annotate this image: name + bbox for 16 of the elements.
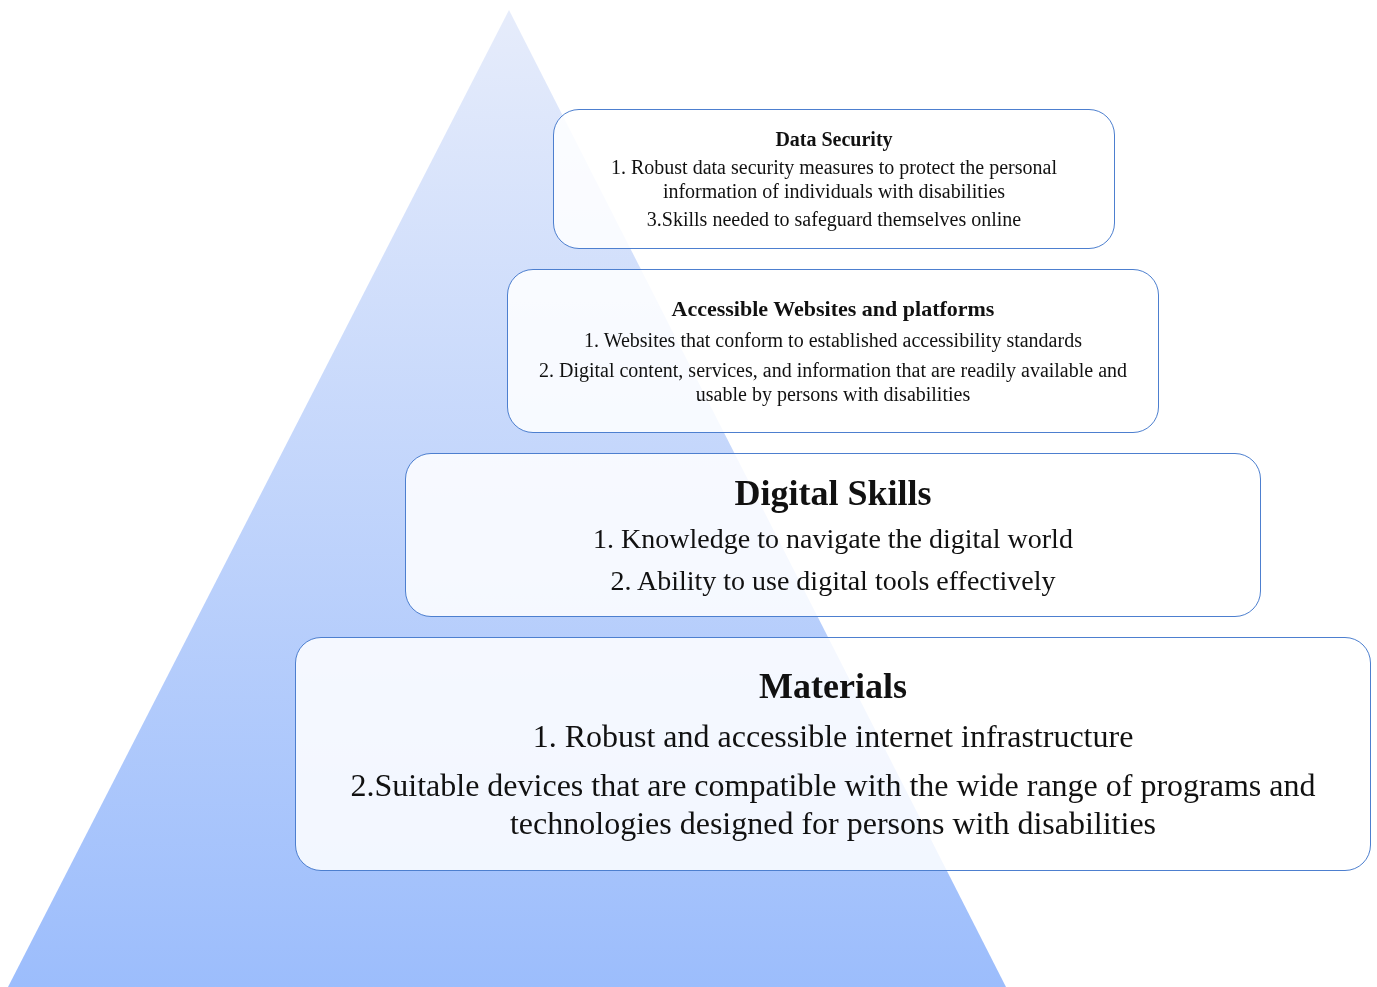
tier-heading: Digital Skills (734, 472, 932, 515)
list-item: 2. Digital content, services, and information that are readily available and usable by persons with disabilities (537, 358, 1129, 406)
tier-box (405, 453, 1261, 617)
tier-heading: Materials (759, 665, 907, 708)
tier-box (295, 637, 1371, 871)
list-item: 1. Robust data security measures to protect the personal information of individuals with disabilities (610, 154, 1058, 203)
list-item: 2.Suitable devices that are compatible with the wide range of programs and technologies designed for persons with disabilities (349, 765, 1317, 843)
list-item: 2. Ability to use digital tools effectively (610, 564, 1056, 598)
tier-heading: Accessible Websites and platforms (671, 296, 995, 322)
list-item: 1. Websites that conform to established accessibility standards (584, 328, 1082, 352)
list-item: 1. Robust and accessible internet infrastructure (532, 717, 1134, 756)
list-item: 3.Skills needed to safeguard themselves online (646, 206, 1022, 231)
list-item: 1. Knowledge to navigate the digital world (593, 522, 1073, 556)
tier-heading: Data Security (775, 127, 893, 151)
tier-box (507, 269, 1159, 433)
tier-box (553, 109, 1115, 249)
